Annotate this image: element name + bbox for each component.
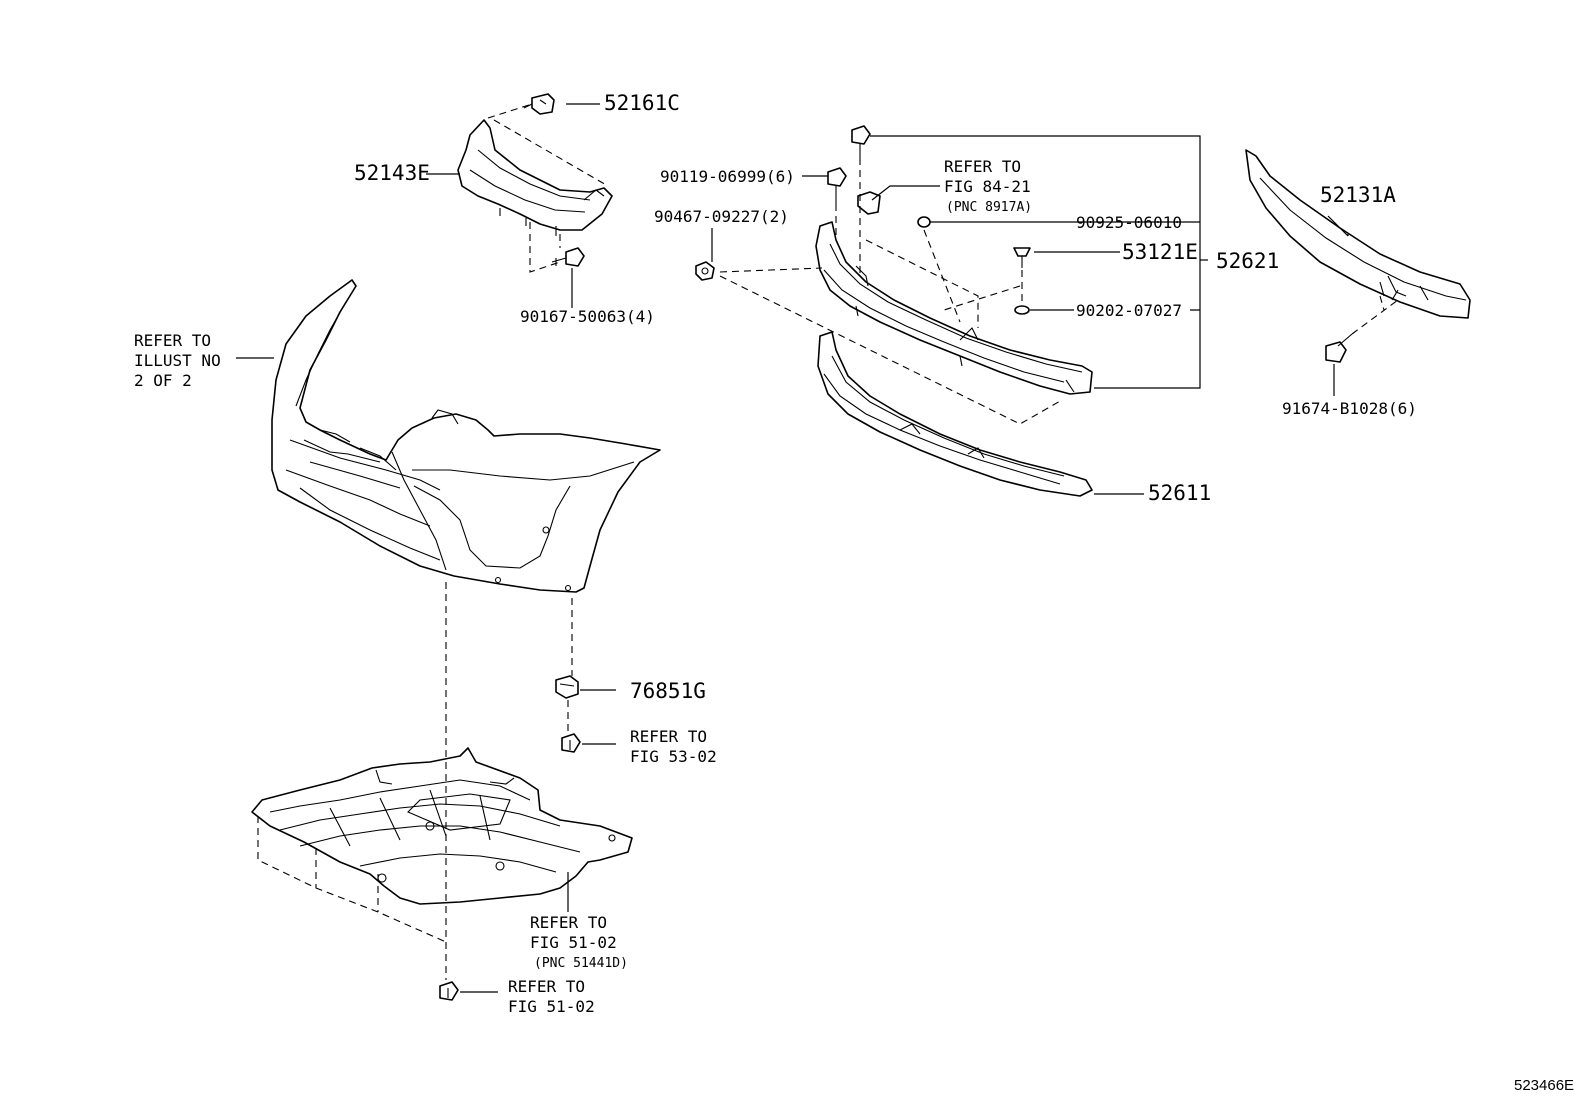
label-52621: 52621	[1216, 249, 1279, 273]
label-90925-06010: 90925-06010	[1076, 213, 1182, 232]
label-refer-to-fig-51-02-line3: (PNC 51441D)	[534, 956, 628, 971]
bolt-top[interactable]	[851, 125, 871, 158]
label-refer-to-fig-84-21-line2: FIG 84-21	[944, 177, 1031, 196]
label-52143e: 52143E	[354, 161, 430, 185]
label-refer-to-fig-51-02-line1: REFER TO	[530, 913, 607, 932]
bolt-fig-51-02[interactable]	[439, 981, 459, 1001]
bolt-90119-06999[interactable]	[827, 167, 847, 204]
clip-76851g[interactable]	[555, 675, 579, 699]
label-refer-to-fig-53-02-line1: REFER TO	[630, 727, 707, 746]
fastener-53121e[interactable]	[1013, 247, 1031, 268]
label-refer-to-fig-53-02-line2: FIG 53-02	[630, 747, 717, 766]
bracket-52143e[interactable]	[457, 119, 613, 236]
bracket-fig-84-21[interactable]	[857, 191, 881, 215]
label-53121e: 53121E	[1122, 240, 1198, 264]
label-refer-to-fig-51-02-line2: FIG 51-02	[530, 933, 617, 952]
label-refer-to-illust-line3: 2 OF 2	[134, 371, 192, 390]
label-91674-b1028: 91674-B1028(6)	[1282, 399, 1417, 418]
label-76851g: 76851G	[630, 679, 706, 703]
label-refer-to-fig-51-02-bolt-line1: REFER TO	[508, 977, 585, 996]
label-refer-to-fig-84-21-line1: REFER TO	[944, 157, 1021, 176]
label-refer-to-fig-51-02-bolt-line2: FIG 51-02	[508, 997, 595, 1016]
label-90119-06999: 90119-06999(6)	[660, 167, 795, 186]
engine-under-cover[interactable]	[251, 747, 633, 905]
bolt-91674-b1028[interactable]	[1325, 333, 1353, 363]
label-90167-50063: 90167-50063(4)	[520, 307, 655, 326]
bumper-cover[interactable]	[271, 279, 661, 593]
illustration-code: 523466E	[1514, 1077, 1574, 1094]
nut-90467-09227[interactable]	[695, 261, 715, 281]
energy-absorber-52611[interactable]	[817, 331, 1093, 497]
bumper-reinforcement-52621[interactable]	[815, 221, 1093, 395]
bolt-fig-53-02[interactable]	[561, 733, 581, 753]
absorber-52131a[interactable]	[1245, 149, 1471, 319]
label-52161c: 52161C	[604, 91, 680, 115]
washer-90202-07027[interactable]	[1014, 305, 1030, 315]
label-refer-to-illust-line1: REFER TO	[134, 331, 211, 350]
label-90467-09227: 90467-09227(2)	[654, 207, 789, 226]
grommet-90925-06010[interactable]	[917, 216, 931, 228]
label-52131a: 52131A	[1320, 183, 1396, 207]
clip-52161c[interactable]	[523, 93, 555, 115]
label-52611: 52611	[1148, 481, 1211, 505]
label-90202-07027: 90202-07027	[1076, 301, 1182, 320]
label-refer-to-fig-84-21-line3: (PNC 8917A)	[946, 200, 1032, 215]
screw-90167-50063[interactable]	[551, 247, 585, 267]
label-refer-to-illust-line2: ILLUST NO	[134, 351, 221, 370]
